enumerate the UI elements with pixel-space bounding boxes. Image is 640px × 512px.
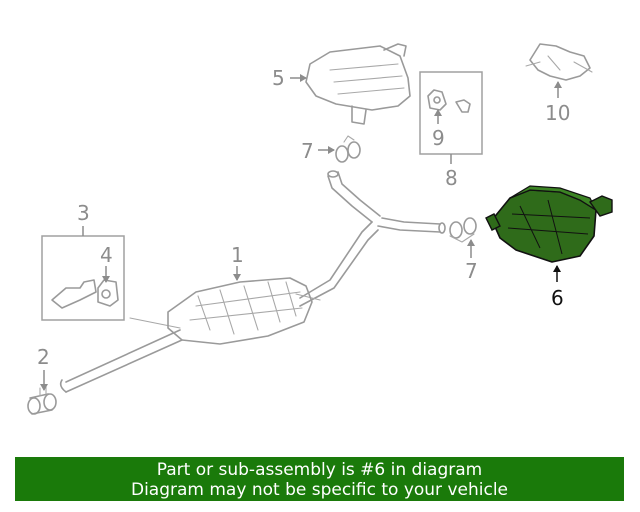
clamp-part-7-upper[interactable] bbox=[335, 135, 361, 163]
banner-line-2: Diagram may not be specific to your vehi… bbox=[130, 480, 508, 500]
group-box-part-8 bbox=[419, 71, 483, 155]
muffler-part-5[interactable] bbox=[305, 43, 411, 125]
clamp-part-7-lower[interactable] bbox=[449, 217, 477, 243]
callout-7-upper: 7 bbox=[301, 139, 314, 163]
callout-2: 2 bbox=[37, 345, 50, 369]
center-muffler[interactable] bbox=[167, 277, 313, 345]
callout-7-lower: 7 bbox=[465, 259, 478, 283]
bracket-part-3[interactable] bbox=[51, 279, 97, 309]
callout-4: 4 bbox=[100, 243, 113, 267]
hanger-part-9[interactable] bbox=[427, 89, 471, 113]
callout-8: 8 bbox=[445, 166, 458, 190]
callout-1: 1 bbox=[231, 243, 244, 267]
rear-muffler-part-6[interactable] bbox=[485, 185, 613, 263]
callout-6: 6 bbox=[551, 286, 564, 310]
exhaust-pipe-assembly bbox=[59, 170, 446, 393]
callout-10: 10 bbox=[545, 101, 570, 125]
leader-lines bbox=[40, 74, 562, 391]
info-banner: Part or sub-assembly is #6 in diagram Di… bbox=[15, 457, 624, 501]
callout-3: 3 bbox=[77, 201, 90, 225]
banner-line-1: Part or sub-assembly is #6 in diagram bbox=[156, 460, 483, 480]
clamp-part-2[interactable] bbox=[27, 385, 57, 415]
callout-5: 5 bbox=[272, 66, 285, 90]
callout-9: 9 bbox=[432, 126, 445, 150]
heat-shield-part-10[interactable] bbox=[525, 43, 593, 81]
insulator-part-4[interactable] bbox=[97, 279, 119, 307]
